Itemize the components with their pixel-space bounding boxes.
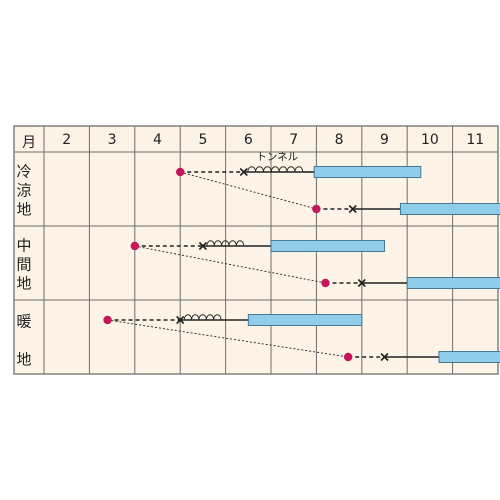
tunnel-coil	[183, 314, 222, 321]
month-label: 4	[153, 132, 162, 148]
harvest-bar	[399, 203, 500, 215]
harvest-bar	[406, 277, 500, 289]
tunnel-coil	[247, 166, 304, 173]
planting-x-mark	[380, 352, 389, 362]
planting-x-mark	[348, 204, 357, 214]
month-label: 10	[421, 132, 439, 148]
region-label-char: 間	[16, 256, 31, 274]
harvest-bar	[270, 240, 385, 252]
sowing-connector	[107, 319, 349, 358]
harvest-bar	[438, 351, 500, 363]
month-label: 6	[244, 132, 253, 148]
planting-x-mark	[357, 278, 366, 288]
region-label-char: 地	[16, 351, 31, 369]
month-label: 5	[198, 132, 207, 148]
month-label: 11	[466, 132, 484, 148]
tunnel-coil	[206, 240, 245, 247]
header-label-month: 月	[22, 135, 36, 151]
harvest-bar	[247, 314, 363, 326]
sowing-dot	[312, 204, 321, 214]
month-header: 月 2 3 4 5 6 7 8 9 10 11	[22, 132, 484, 151]
region-label-char: 冷	[16, 163, 31, 181]
chart-background	[14, 126, 498, 374]
sowing-dot	[103, 315, 112, 325]
sowing-dot	[343, 352, 353, 362]
planting-x-mark	[198, 241, 207, 251]
planting-x-mark	[239, 167, 248, 177]
planting-x-mark	[176, 315, 185, 325]
region-label-char: 中	[16, 237, 31, 255]
region-label-char: 涼	[16, 182, 31, 200]
month-label: 2	[62, 132, 71, 148]
sowing-connector	[134, 245, 326, 284]
month-label: 8	[335, 132, 344, 148]
sowing-dot	[176, 167, 185, 177]
sowing-connector	[180, 171, 317, 210]
sowing-dot	[130, 241, 139, 251]
harvest-bar	[313, 166, 422, 178]
month-label: 9	[380, 132, 389, 148]
month-label: 7	[289, 132, 298, 148]
connector-lines	[107, 171, 349, 358]
month-label: 3	[108, 132, 117, 148]
schedule-marks: トンネル	[103, 151, 500, 363]
region-label-char: 地	[16, 201, 31, 219]
region-label-char: 暖	[16, 313, 31, 331]
sowing-dot	[321, 278, 330, 288]
tunnel-annotation: トンネル	[256, 151, 298, 163]
region-label-char: 地	[16, 275, 31, 293]
outer-border	[13, 125, 499, 375]
